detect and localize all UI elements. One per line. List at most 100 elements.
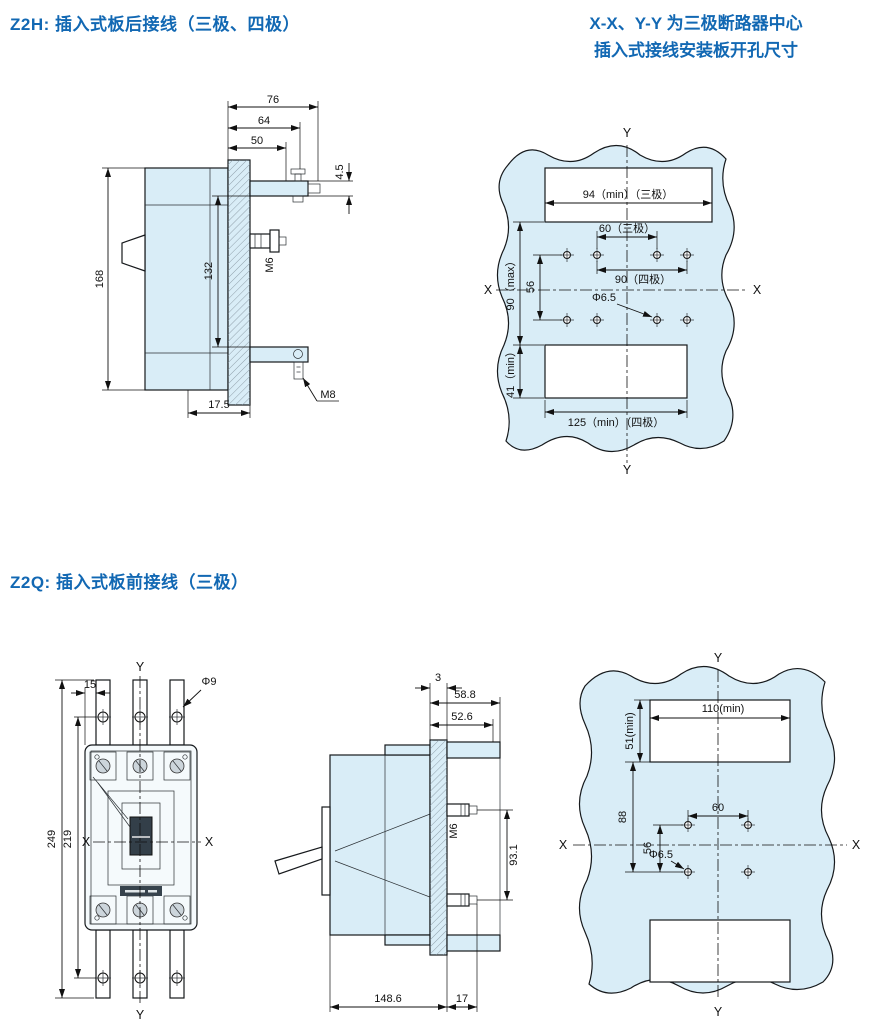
breaker-body-side xyxy=(121,167,229,391)
x-axis-label-right: X xyxy=(852,838,861,852)
dim-17: 17 xyxy=(447,904,478,1012)
dim-41-min-label: 41（min） xyxy=(504,346,517,398)
dim-60-3p-label: 60（三极） xyxy=(599,221,655,235)
dim-56-label: 56 xyxy=(525,281,537,293)
dim-50: 50 xyxy=(228,135,287,181)
dim-88: 88 xyxy=(617,762,636,872)
m8-thread-label: M8 xyxy=(320,389,335,401)
m8-leader: M8 xyxy=(302,377,339,402)
z2h-note-line2: 插入式接线安装板开孔尺寸 xyxy=(594,41,798,60)
x-axis-label-left: X xyxy=(484,283,493,297)
x-axis-label-left: X xyxy=(559,838,568,852)
top-cutout xyxy=(544,167,713,223)
dim-148-6: 148.6 xyxy=(329,935,448,1012)
dim-3-label: 3 xyxy=(435,672,441,684)
terminal-studs xyxy=(446,803,478,907)
y-axis-label-bottom: Y xyxy=(136,1008,145,1022)
mounting-holes xyxy=(681,818,755,879)
dim-132-label: 132 xyxy=(203,262,215,280)
dim-219-label: 219 xyxy=(62,830,74,848)
x-axis-label-right: X xyxy=(205,835,214,849)
dim-219: 219 xyxy=(62,716,96,979)
dim-110-min-label: 110(min) xyxy=(702,703,745,715)
z2q-section-title: Z2Q: 插入式板前接线（三极） xyxy=(10,573,249,592)
dim-4-5: 4.5 xyxy=(308,163,353,214)
mounting-panel-section xyxy=(429,739,448,956)
z2h-mounting-plate-drawing: Y Y X X 94（min）（三极） 60（三极） 9 xyxy=(484,126,762,477)
bottom-cutout xyxy=(544,344,688,399)
bottom-cutout xyxy=(649,919,791,983)
hole-dia-leader: Φ9 xyxy=(182,676,217,708)
z2q-side-view-drawing: 3 58.8 52.6 M6 93.1 148.6 17 xyxy=(274,672,520,1012)
dim-90-4p-label: 90（四极） xyxy=(615,272,671,286)
dim-58-8-label: 58.8 xyxy=(454,689,475,701)
y-axis-label-top: Y xyxy=(136,660,145,674)
dim-64-label: 64 xyxy=(258,115,270,127)
dim-93-1-label: 93.1 xyxy=(508,844,520,865)
dim-56-label: 56 xyxy=(642,842,654,854)
breaker-handle xyxy=(121,234,146,272)
z2h-note-line1: X-X、Y-Y 为三极断路器中心 xyxy=(589,14,803,33)
y-axis-label-bottom: Y xyxy=(714,1005,723,1019)
dim-88-label: 88 xyxy=(617,811,629,823)
dim-168-label: 168 xyxy=(94,270,106,288)
mounting-panel-section xyxy=(227,159,251,406)
dim-51-min-label: 51(min) xyxy=(624,712,636,749)
hole-dia-label: Φ6.5 xyxy=(592,292,616,304)
dim-125-min-label: 125（min）（四极） xyxy=(568,415,665,429)
z2q-front-view-drawing: 15 Y Y Φ9 249 219 X X xyxy=(46,660,217,1022)
dim-90-4p: 90（四极） xyxy=(596,261,688,286)
dim-56: 56 xyxy=(625,824,683,873)
z2h-note: X-X、Y-Y 为三极断路器中心 插入式接线安装板开孔尺寸 xyxy=(520,10,872,64)
dim-52-6-label: 52.6 xyxy=(451,711,472,723)
z2q-mounting-plate-drawing: Y Y X X 110(min) 51(min) 60 xyxy=(559,651,861,1019)
dim-168: 168 xyxy=(94,167,145,391)
dim-41-min: 41（min） xyxy=(504,345,544,399)
dim-50-label: 50 xyxy=(251,135,263,147)
dim-148-6-label: 148.6 xyxy=(374,993,402,1005)
dim-4-5-label: 4.5 xyxy=(334,164,346,179)
dim-17-5-label: 17.5 xyxy=(208,399,229,411)
dim-17-label: 17 xyxy=(456,993,468,1005)
hole-dia-label: Φ9 xyxy=(202,676,217,688)
dim-125-min: 125（min）（四极） xyxy=(544,400,688,429)
top-bracket xyxy=(249,168,321,203)
dim-249-label: 249 xyxy=(46,830,58,848)
dim-60: 60 xyxy=(687,802,749,821)
mounting-holes xyxy=(560,248,694,327)
dim-17-5: 17.5 xyxy=(187,390,251,418)
x-axis-label-right: X xyxy=(753,283,762,297)
dim-90-max: 90（max） xyxy=(504,221,544,346)
dim-110-min: 110(min) xyxy=(650,703,790,721)
dim-94-min: 94（min）（三极） xyxy=(545,187,712,206)
m6-thread-label: M6 xyxy=(448,823,460,838)
dim-76-label: 76 xyxy=(267,94,279,106)
hole-dia-leader: Φ6.5 xyxy=(649,849,685,870)
dim-64: 64 xyxy=(228,115,301,169)
hole-dia-leader: Φ6.5 xyxy=(592,292,653,318)
breaker-handle xyxy=(274,846,323,875)
dim-15-label: 15 xyxy=(84,679,96,691)
bottom-bracket xyxy=(249,346,309,380)
m6-terminal-stud xyxy=(249,229,287,253)
y-axis-label-bottom: Y xyxy=(623,463,632,477)
breaker-toggle xyxy=(129,816,153,856)
dim-15: 15 xyxy=(71,679,110,745)
dim-60-3p: 60（三极） xyxy=(596,221,658,249)
dim-94-label: 94（min）（三极） xyxy=(583,187,673,201)
breaker-body-front xyxy=(84,744,198,931)
dim-60-label: 60 xyxy=(712,802,724,814)
x-axis-label-left: X xyxy=(82,835,91,849)
dim-132: 132 xyxy=(203,195,250,348)
dim-93-1: 93.1 xyxy=(477,809,520,901)
dim-56: 56 xyxy=(525,254,562,321)
dim-58-8: 58.8 xyxy=(430,689,501,742)
dim-3: 3 xyxy=(415,672,462,740)
support-brackets xyxy=(446,741,501,952)
y-axis-label-top: Y xyxy=(623,126,632,140)
y-axis-label-top: Y xyxy=(714,651,723,665)
hole-dia-label: Φ6.5 xyxy=(649,849,673,861)
top-cutout xyxy=(649,699,791,763)
m6-thread-label: M6 xyxy=(264,257,276,272)
